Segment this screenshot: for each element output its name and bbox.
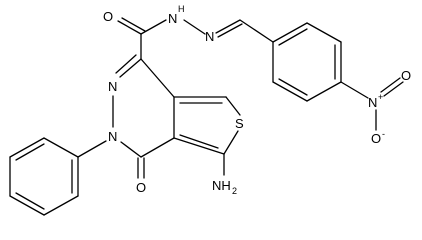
imine-nitrogen-label: N [205, 29, 214, 44]
bond-c4-c4a [140, 137, 175, 158]
bond-ar-3 [306, 81, 342, 102]
bond-c7-s [225, 96, 241, 116]
nitro-nitrogen-label: N [368, 95, 377, 110]
hydrazide-nh-label: N [168, 11, 177, 26]
bond-n-ch-double-a [215, 19, 241, 34]
bond-ch-aryl [239, 19, 274, 43]
pyridazine-n3-label: N [108, 129, 117, 144]
bond-ph-5 [9, 137, 45, 158]
bond-s-c5 [223, 130, 239, 155]
bond-ph-inner-3 [15, 143, 45, 161]
bond-nitro-o1-b [383, 81, 404, 97]
bond-ar-inner-3 [278, 28, 308, 46]
amide-oxygen-label: O [103, 9, 113, 24]
bond-c1-n2-b [115, 54, 137, 74]
bond-co-double-a [117, 20, 142, 35]
structure-canvas: O N H N N N S O NH 2 N + O O - [9, 4, 411, 216]
bond-ar-2 [272, 81, 308, 102]
bond-n-ch-double-b [217, 23, 243, 38]
bond-c5-c4a [173, 137, 225, 155]
amino-label: NH [212, 178, 231, 193]
bond-c1-n2-a [119, 58, 142, 78]
bond-ar-6 [272, 22, 308, 43]
bond-n3-ph [77, 140, 107, 158]
bond-ph-inner-2 [15, 192, 45, 210]
bond-ar-nitro [340, 81, 369, 99]
bond-co-double-b [121, 17, 146, 32]
bond-ph-6 [43, 137, 79, 158]
nitro-minus-charge: - [382, 129, 385, 139]
bond-c-nh [140, 19, 167, 35]
bond-nitro-o1-a [380, 77, 401, 93]
nitro-oxygen-double-label: O [401, 68, 411, 83]
amino-subscript: 2 [232, 186, 237, 196]
bond-c7a-c1 [140, 58, 175, 98]
thiophene-sulfur-label: S [235, 116, 244, 131]
bond-ph-2 [43, 195, 79, 216]
bond-ar-inner-1 [278, 78, 308, 96]
chemical-structure-diagram: O N H N N N S O NH 2 N + O O - [9, 4, 411, 216]
nitro-oxygen-single-label: O [371, 131, 381, 146]
nitro-plus-charge: + [378, 92, 383, 102]
ketone-oxygen-label: O [136, 180, 146, 195]
bond-ph-3 [9, 195, 45, 216]
bond-ar-5 [306, 22, 342, 43]
hydrazide-h-label: H [178, 4, 185, 14]
bond-c5-c4a-inner [179, 134, 219, 149]
bond-nh-n [183, 19, 206, 35]
bond-n3-c4 [120, 141, 142, 158]
pyridazine-n2-label: N [108, 79, 117, 94]
